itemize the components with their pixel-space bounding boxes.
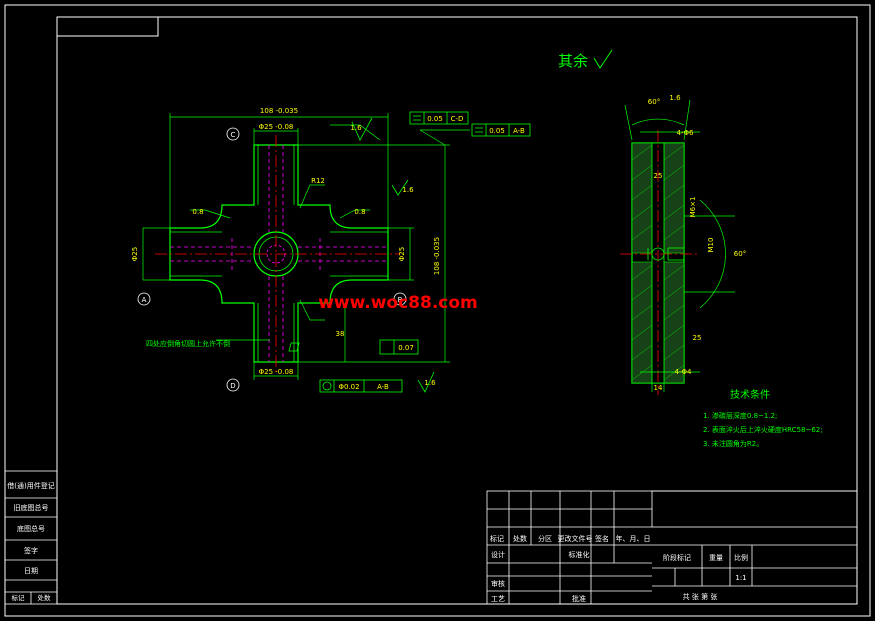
tb-design: 设计 [491,550,505,559]
side-dimensions [624,99,735,392]
dim-dia-bottom: Φ25 -0.08 [259,368,294,376]
front-dimensions [142,113,470,380]
surface-note-symbol [593,49,613,69]
fcf2-value: 0.05 [489,127,505,135]
hatch [631,144,685,381]
title-block-labels: 标记 处数 分区 更改文件号 签名 年、月、日 设计 标准化 阶段标记 重量 比… [490,534,748,603]
dim-dia-top: Φ25 -0.08 [259,123,294,131]
dim-rough-1: 1.6 [350,124,362,132]
tb-date: 年、月、日 [616,534,651,543]
dim-overall-h: 108 -0.035 [260,107,298,115]
side-r: 1.6 [669,94,681,102]
dim-dia-right: Φ25 [398,247,406,261]
dim-r12: R12 [311,177,325,185]
fcf2-ref: A-B [513,127,525,135]
inner-border [56,16,858,605]
datum-markers [137,127,407,392]
left-label-0: 借(通)用件登记 [7,481,54,490]
datum-c: C [231,131,236,139]
tb-weight: 重量 [709,554,723,562]
top-left-code-box [56,16,159,37]
tb-scale: 比例 [734,553,748,562]
left-label-3: 签字 [24,546,38,555]
fcf-group [319,111,531,393]
side-view [620,130,700,395]
arm-edges [170,145,388,362]
tb-count: 处数 [513,534,527,543]
left-label-6: 处数 [38,593,52,602]
title-block [486,490,858,605]
dim-ra-1: 0.8 [192,208,203,216]
tb-approve: 批准 [572,594,586,603]
fcf3-value: Φ0.02 [338,383,359,391]
left-revision-column [4,470,58,605]
hidden-lines [170,145,388,362]
tb-sign: 签名 [595,534,609,543]
fcf1-ref: C-D [451,115,464,123]
fcf4-value: 0.07 [398,344,414,352]
side-dim-14: 14 [654,384,663,392]
dim-overall-v: 108 -0.035 [433,237,441,275]
left-label-4: 日期 [24,567,38,575]
datum-b: B [398,296,403,304]
fcf1-value: 0.05 [427,115,443,123]
cross-outline [169,144,389,363]
tb-scale-value: 1:1 [735,574,746,582]
tb-process: 工艺 [491,595,505,603]
center-lines [155,135,400,372]
front-view [155,135,400,372]
side-dim-text: 60° 1.6 4-Φ6 4-Φ4 25 25 60° 14 [648,94,746,392]
surface-note: 其余 [558,52,588,70]
tb-change-doc: 更改文件号 [558,534,593,543]
dim-dia-left: Φ25 [131,247,139,261]
fcf3-ref: A-B [377,383,389,391]
tech-item-2: 2. 表面淬火后上淬火硬度HRC58~62; [703,425,823,434]
tech-title: 技术条件 [730,388,770,401]
outer-border [4,4,871,617]
fcf-symbols [288,115,483,391]
dim-rough-3: 1.6 [424,379,436,387]
tb-mark: 标记 [490,534,504,543]
fcf-text: 0.05 C-D 0.05 A-B Φ0.02 A-B 0.07 [338,115,525,391]
side-angle: 60° [648,98,660,106]
tb-review: 审核 [491,579,505,588]
roughness-symbols [351,117,435,393]
side-hole-top: 4-Φ6 [677,129,694,137]
side-dim-m: M6×1 [689,197,697,218]
left-label-2: 底图总号 [17,524,45,533]
watermark: www.woc88.com [318,293,478,313]
left-label-5: 标记 [12,593,26,602]
tech-item-1: 1. 渗碳层深度0.8~1.2; [703,411,777,420]
side-dim-rr: M10 [707,238,715,253]
dim-rough-2: 1.6 [402,186,414,194]
tb-standard: 标准化 [569,550,590,559]
dim-ra-2: 0.8 [354,208,365,216]
side-hole-bottom: 4-Φ4 [675,368,692,376]
datum-a: A [142,296,147,304]
dim-38: 38 [336,330,345,338]
left-column-labels: 借(通)用件登记 旧底图总号 底图总号 签字 日期 标记 处数 [7,481,54,602]
datum-d: D [230,382,235,390]
side-note: 四处应倒角切圆上允许不倒 [146,339,230,348]
left-label-1: 旧底图总号 [14,503,49,512]
side-dim-60: 60° [734,250,746,258]
tech-item-3: 3. 未注圆角为R2。 [703,439,763,448]
front-dim-text: 108 -0.035 Φ25 -0.08 Φ25 -0.08 1.6 1.6 1… [192,107,436,387]
tb-stage: 阶段标记 [663,553,691,562]
datum-labels: C D A B [142,131,403,390]
side-dim-25a: 25 [654,172,663,180]
tb-zone: 分区 [538,534,552,543]
side-dim-25b: 25 [693,334,702,342]
tb-sheets: 共 张 第 张 [683,592,718,601]
